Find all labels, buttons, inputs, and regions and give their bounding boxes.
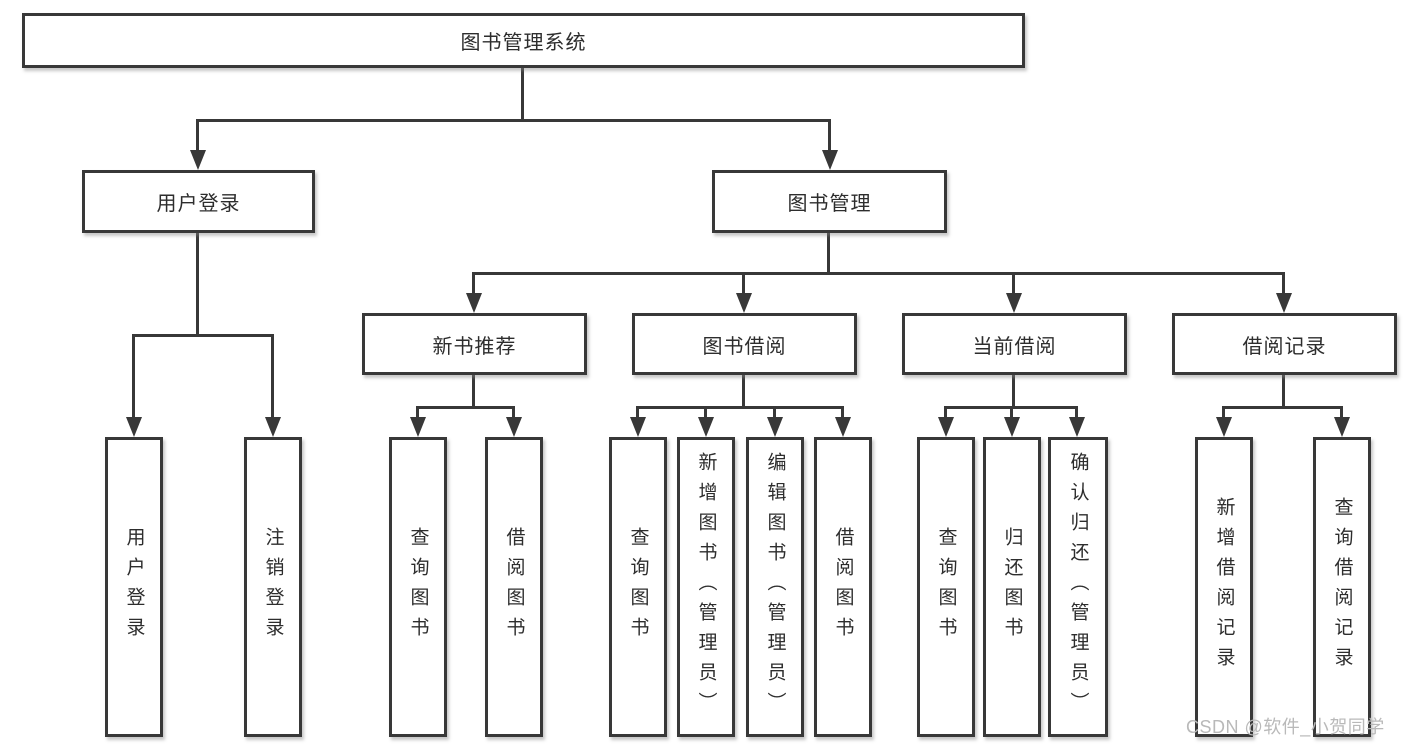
leaf-currentborrow-query-books: 查询图书 — [917, 437, 975, 737]
connector-bus-level2 — [472, 272, 1285, 275]
arrowhead-nb-query — [410, 417, 426, 437]
connector-bus-borrow-record — [1222, 406, 1343, 409]
connector-drop-cb-confirm — [1075, 406, 1078, 422]
arrowhead-bb-query — [630, 417, 646, 437]
connector-bus-new-book — [416, 406, 515, 409]
leaf-record-add-borrow-record: 新增借阅记录 — [1195, 437, 1253, 737]
node-root: 图书管理系统 — [22, 13, 1025, 68]
arrowhead-leaf-logout — [265, 417, 281, 437]
connector-bus-user-login — [132, 334, 274, 337]
leaf-user-login: 用户登录 — [105, 437, 163, 737]
connector-drop-cb-return — [1010, 406, 1013, 422]
arrowhead-nb-borrow — [506, 417, 522, 437]
leaf-bookborrow-edit-books-admin: 编辑图书（管理员） — [746, 437, 804, 737]
arrowhead-new-book — [466, 293, 482, 313]
connector-drop-br-query — [1340, 406, 1343, 422]
connector-drop-user-login — [196, 119, 199, 164]
arrowhead-leaf-login — [126, 417, 142, 437]
arrowhead-current-borrow — [1006, 293, 1022, 313]
connector-drop-nb-query — [416, 406, 419, 422]
connector-new-book-stem — [472, 373, 475, 409]
arrowhead-borrow-record — [1276, 293, 1292, 313]
arrowhead-bb-add — [698, 417, 714, 437]
connector-drop-leaf-logout — [271, 334, 274, 420]
connector-drop-bb-add — [704, 406, 707, 422]
connector-book-mgmt-stem — [827, 230, 830, 275]
connector-root-stem — [521, 68, 524, 121]
node-user-login: 用户登录 — [82, 170, 315, 233]
node-book-mgmt: 图书管理 — [712, 170, 947, 233]
connector-borrow-record-stem — [1282, 373, 1285, 409]
leaf-newbook-borrow-books: 借阅图书 — [485, 437, 543, 737]
connector-drop-bb-edit — [773, 406, 776, 422]
leaf-currentborrow-return-books: 归还图书 — [983, 437, 1041, 737]
connector-bus-book-borrow — [636, 406, 844, 409]
connector-book-borrow-stem — [742, 373, 745, 409]
connector-drop-new-book — [472, 272, 475, 297]
connector-drop-current-borrow — [1012, 272, 1015, 297]
connector-drop-bb-query — [636, 406, 639, 422]
connector-drop-cb-query — [944, 406, 947, 422]
connector-drop-leaf-login — [132, 334, 135, 420]
arrowhead-br-add — [1216, 417, 1232, 437]
leaf-newbook-query-books: 查询图书 — [389, 437, 447, 737]
arrowhead-book-mgmt — [822, 150, 838, 170]
leaf-logout: 注销登录 — [244, 437, 302, 737]
arrowhead-book-borrow — [736, 293, 752, 313]
connector-drop-bb-borrow — [841, 406, 844, 422]
node-new-book: 新书推荐 — [362, 313, 587, 375]
arrowhead-cb-confirm — [1069, 417, 1085, 437]
leaf-currentborrow-confirm-return-admin: 确认归还（管理员） — [1048, 437, 1108, 737]
leaf-bookborrow-add-books-admin: 新增图书（管理员） — [677, 437, 735, 737]
arrowhead-cb-return — [1004, 417, 1020, 437]
connector-current-borrow-stem — [1012, 373, 1015, 409]
connector-drop-nb-borrow — [512, 406, 515, 422]
csdn-watermark: CSDN @软件_小贺同学 — [1186, 717, 1385, 737]
node-current-borrow: 当前借阅 — [902, 313, 1127, 375]
arrowhead-br-query — [1334, 417, 1350, 437]
connector-drop-br-add — [1222, 406, 1225, 422]
connector-drop-book-mgmt — [828, 119, 831, 164]
node-book-borrow: 图书借阅 — [632, 313, 857, 375]
connector-bus-level1 — [196, 119, 831, 122]
arrowhead-user-login — [190, 150, 206, 170]
connector-user-login-stem — [196, 230, 199, 336]
connector-drop-book-borrow — [742, 272, 745, 297]
arrowhead-bb-borrow — [835, 417, 851, 437]
connector-drop-borrow-record — [1282, 272, 1285, 297]
leaf-record-query-borrow-record: 查询借阅记录 — [1313, 437, 1371, 737]
node-borrow-record: 借阅记录 — [1172, 313, 1397, 375]
arrowhead-bb-edit — [767, 417, 783, 437]
arrowhead-cb-query — [938, 417, 954, 437]
leaf-bookborrow-borrow-books: 借阅图书 — [814, 437, 872, 737]
leaf-bookborrow-query-books: 查询图书 — [609, 437, 667, 737]
